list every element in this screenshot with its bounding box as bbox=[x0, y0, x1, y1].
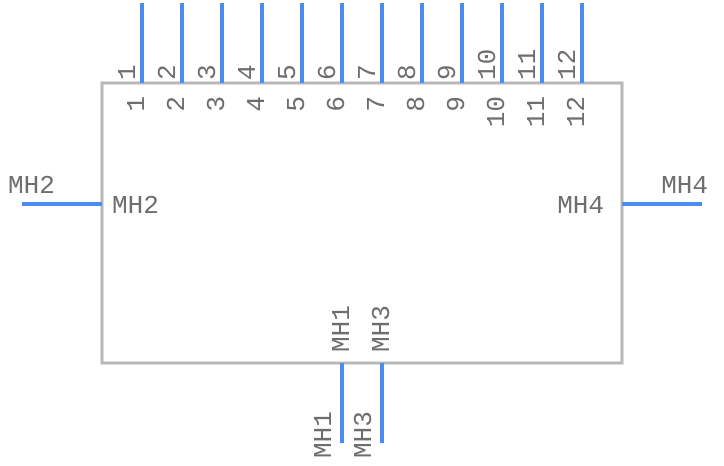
pin-number-mh4: MH4 bbox=[661, 171, 708, 201]
pin-number-mh3: MH3 bbox=[349, 411, 379, 458]
pin-number-5: 5 bbox=[273, 64, 303, 80]
pin-name-2: 2 bbox=[162, 96, 192, 112]
pin-number-9: 9 bbox=[433, 64, 463, 80]
pin-number-2: 2 bbox=[153, 64, 183, 80]
pin-name-10: 10 bbox=[482, 96, 512, 127]
pin-number-12: 12 bbox=[553, 49, 583, 80]
pin-name-mh2: MH2 bbox=[112, 191, 159, 221]
pin-name-12: 12 bbox=[562, 96, 592, 127]
pin-name-8: 8 bbox=[402, 96, 432, 112]
pin-name-9: 9 bbox=[442, 96, 472, 112]
pin-number-10: 10 bbox=[473, 49, 503, 80]
pin-name-1: 1 bbox=[122, 96, 152, 112]
pin-number-11: 11 bbox=[513, 49, 543, 80]
pin-name-mh3: MH3 bbox=[367, 305, 397, 352]
pin-number-8: 8 bbox=[393, 64, 423, 80]
pin-name-7: 7 bbox=[362, 96, 392, 112]
pin-number-mh1: MH1 bbox=[309, 411, 339, 458]
pin-number-6: 6 bbox=[313, 64, 343, 80]
pin-name-mh1: MH1 bbox=[327, 305, 357, 352]
pin-name-11: 11 bbox=[522, 96, 552, 127]
pin-name-4: 4 bbox=[242, 96, 272, 112]
component-body bbox=[100, 81, 624, 365]
pin-number-1: 1 bbox=[113, 64, 143, 80]
pin-name-3: 3 bbox=[202, 96, 232, 112]
pin-number-7: 7 bbox=[353, 64, 383, 80]
pin-name-6: 6 bbox=[322, 96, 352, 112]
pin-number-4: 4 bbox=[233, 64, 263, 80]
pin-name-5: 5 bbox=[282, 96, 312, 112]
pin-number-3: 3 bbox=[193, 64, 223, 80]
pin-name-mh4: MH4 bbox=[557, 191, 604, 221]
pin-number-mh2: MH2 bbox=[8, 171, 55, 201]
